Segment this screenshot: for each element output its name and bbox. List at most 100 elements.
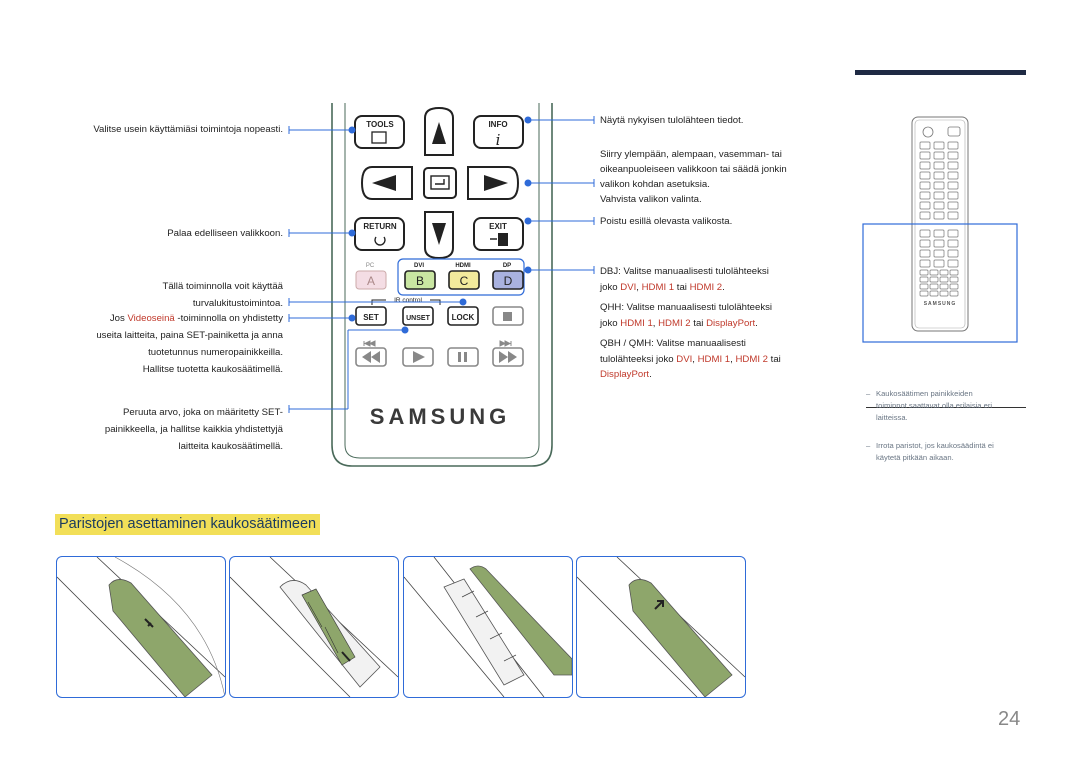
side-note-2: –Irrota paristot, jos kaukosäädintä ei k…	[866, 440, 1026, 464]
unset-description-line2: painikkeella, ja hallitse kaikkia yhdist…	[104, 424, 283, 435]
videowall-link[interactable]: Videoseinä	[127, 313, 175, 324]
dbj-line2: joko DVI, HDMI 1 tai HDMI 2.	[600, 280, 850, 296]
c-label: C	[460, 274, 469, 288]
tools-button: TOOLS	[354, 115, 405, 149]
c-button: C	[448, 270, 480, 290]
mini-btn	[933, 211, 945, 220]
dbj-t1: joko	[600, 281, 621, 293]
return-label: RETURN	[363, 222, 397, 231]
mini-remote-illustration: SAMSUNG	[862, 116, 1018, 343]
qbh-t1: tulolähteeksi joko	[600, 353, 677, 365]
dbj-t4: .	[722, 281, 725, 293]
right-arrow-button	[467, 166, 520, 200]
side-note-1-dash: –	[866, 389, 871, 398]
mini-btn	[947, 141, 959, 150]
d-label: D	[504, 274, 513, 288]
info-description-text: Näytä nykyisen tulolähteen tiedot.	[600, 115, 744, 126]
up-arrow-button	[424, 106, 454, 156]
mini-btn	[919, 276, 929, 283]
a-button: A	[355, 270, 387, 290]
unset-description: Peruuta arvo, joka on määritetty SET- pa…	[23, 405, 283, 454]
set-description-line4: Hallitse tuotetta kaukosäätimellä.	[142, 364, 283, 375]
info-button: INFO i	[473, 115, 524, 149]
mini-btn	[933, 181, 945, 190]
hdmi-label: HDMI	[455, 263, 471, 269]
mini-samsung-logo: SAMSUNG	[924, 301, 957, 307]
qbh-t5: .	[649, 369, 652, 380]
mini-btn	[919, 151, 931, 160]
battery-step-1-drawing	[57, 557, 225, 697]
prev-track-icon	[363, 340, 376, 347]
mini-btn	[947, 191, 959, 200]
mini-btn	[933, 239, 945, 248]
source-description: DBJ: Valitse manuaalisesti tulolähteeksi…	[600, 264, 850, 383]
mini-btn	[919, 181, 931, 190]
qbh-t3: ,	[730, 353, 736, 365]
mini-btn	[949, 290, 959, 297]
tools-description: Valitse usein käyttämiäsi toimintoja nop…	[23, 122, 283, 137]
side-note-1-line2: toiminnot saattavat olla erilaisia eri	[876, 401, 993, 410]
side-note-1: –Kaukosäätimen painikkeiden toiminnot sa…	[866, 388, 1026, 424]
exit-button: EXIT	[473, 217, 524, 251]
mini-btn	[919, 141, 931, 150]
mini-btn	[929, 290, 939, 297]
ir-description-line2: turvalukitustoimintoa.	[192, 298, 283, 309]
qhh-t2: ,	[652, 317, 659, 329]
set-button: SET	[355, 306, 387, 326]
mini-btn	[949, 276, 959, 283]
set-description-line1: Jos Videoseinä -toiminnolla on yhdistett…	[23, 311, 283, 326]
mini-btn	[919, 229, 931, 238]
set-text-b: -toiminnolla on yhdistetty	[174, 313, 283, 324]
dbj-t2: ,	[636, 281, 642, 293]
qhh-t1: joko	[600, 317, 621, 329]
mini-btn	[919, 283, 929, 290]
remote-illustration: TOOLS INFO i RETURN EXIT	[288, 103, 595, 467]
dbj-t3: tai	[674, 281, 690, 293]
side-note-2-line1: –Irrota paristot, jos kaukosäädintä ei	[866, 440, 1026, 452]
left-arrow-button	[360, 166, 413, 200]
battery-step-3-drawing	[404, 557, 572, 697]
dvi-label: DVI	[414, 263, 424, 269]
qbh-line1: QBH / QMH: Valitse manuaalisesti	[600, 338, 746, 349]
side-divider	[866, 407, 1026, 408]
qbh-line3: DisplayPort.	[600, 367, 850, 383]
mini-btn	[949, 283, 959, 290]
qbh-hdmi1: HDMI 1	[697, 353, 731, 365]
mini-btn	[939, 276, 949, 283]
mini-btn	[919, 249, 931, 258]
nav-line3: valikon kohdan asetuksia.	[600, 179, 710, 190]
ir-description: Tällä toiminnolla voit käyttää turvaluki…	[23, 279, 283, 311]
mini-btn	[947, 211, 959, 220]
return-button: RETURN	[354, 217, 405, 251]
battery-step-2-drawing	[230, 557, 398, 697]
unset-button: UNSET	[402, 306, 434, 326]
nav-description: Siirry ylempään, alempaan, vasemman- tai…	[600, 147, 850, 207]
qbh-t2: ,	[692, 353, 698, 365]
page-number: 24	[998, 708, 1021, 730]
qbh-t4: tai	[767, 353, 781, 365]
unset-description-line1: Peruuta arvo, joka on määritetty SET-	[123, 407, 283, 418]
samsung-logo: SAMSUNG	[370, 404, 510, 429]
mini-btn	[947, 151, 959, 160]
dp-label: DP	[503, 263, 511, 269]
a-label: A	[367, 274, 375, 288]
fast-forward-button	[492, 347, 524, 367]
next-track-icon	[499, 340, 512, 347]
qhh-line2: joko HDMI 1, HDMI 2 tai DisplayPort.	[600, 316, 850, 332]
mini-btn	[933, 229, 945, 238]
set-description-line2: useita laitteita, paina SET-painiketta j…	[96, 330, 283, 341]
mini-btn	[919, 211, 931, 220]
side-note-1-line1: –Kaukosäätimen painikkeiden	[866, 388, 1026, 400]
dbj-hdmi1: HDMI 1	[641, 281, 675, 293]
dbj-line1: DBJ: Valitse manuaalisesti tulolähteeksi	[600, 266, 769, 277]
tools-label: TOOLS	[366, 120, 394, 129]
mini-btn	[933, 191, 945, 200]
info-label: INFO	[488, 120, 507, 129]
source-buttons-highlight	[397, 258, 525, 296]
mini-btn	[929, 276, 939, 283]
battery-step-1	[56, 556, 226, 698]
return-description: Palaa edelliseen valikkoon.	[23, 226, 283, 241]
remote-body-outline	[331, 103, 553, 467]
qhh-line1: QHH: Valitse manuaalisesti tulolähteeksi	[600, 302, 773, 313]
mini-btn	[919, 171, 931, 180]
